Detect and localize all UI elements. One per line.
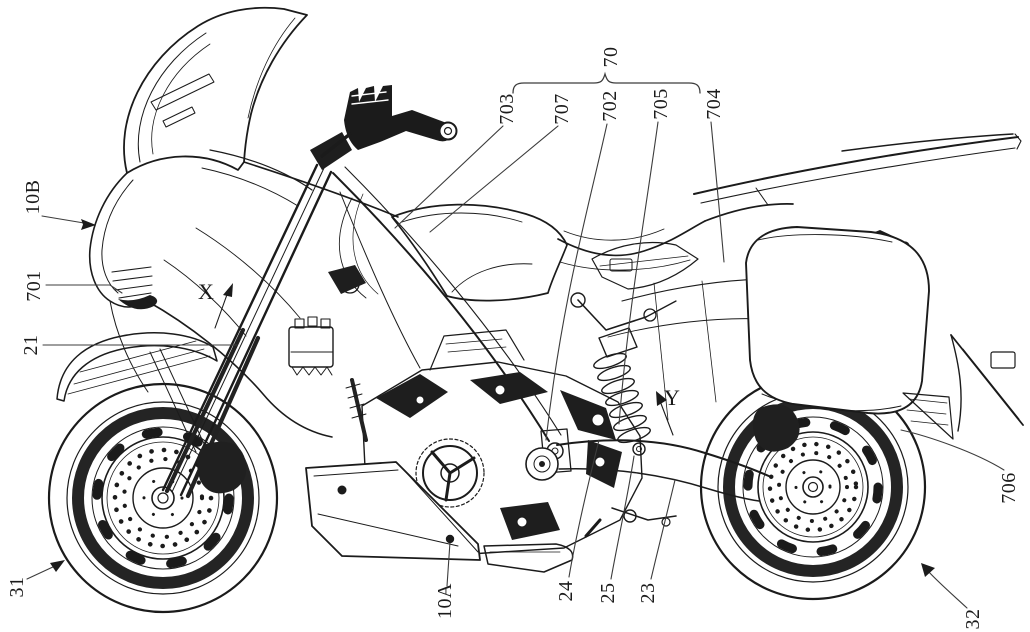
leader-707 bbox=[429, 125, 559, 233]
leader-705 bbox=[618, 121, 659, 425]
ref-label-24: 24 bbox=[555, 580, 577, 602]
arrowhead-10b-icon bbox=[81, 219, 96, 230]
leader-704 bbox=[710, 121, 725, 263]
leader-24 bbox=[568, 439, 600, 578]
leader-31 bbox=[26, 565, 56, 580]
belly-pan bbox=[305, 461, 481, 561]
ref-label-705: 705 bbox=[650, 88, 672, 120]
ref-label-70: 70 bbox=[600, 46, 622, 68]
pannier bbox=[745, 226, 930, 415]
front-wheel bbox=[47, 382, 279, 614]
leader-lines bbox=[26, 71, 1005, 609]
ref-label-707: 707 bbox=[551, 93, 573, 125]
ref-label-25: 25 bbox=[597, 582, 619, 604]
axis-label-y: Y bbox=[664, 385, 680, 410]
ref-label-23: 23 bbox=[637, 582, 659, 604]
bracket-70 bbox=[512, 71, 701, 94]
leader-23 bbox=[650, 479, 676, 580]
ref-label-10b: 10B bbox=[22, 179, 44, 215]
front-fender bbox=[56, 332, 218, 453]
axis-y-arrow-line bbox=[659, 400, 674, 436]
ref-label-701: 701 bbox=[23, 270, 45, 302]
rear-brake-caliper bbox=[752, 404, 800, 452]
axis-label-x: X bbox=[198, 279, 214, 304]
muffler bbox=[483, 543, 574, 573]
leader-10b bbox=[41, 215, 85, 224]
rear-fender bbox=[902, 334, 1024, 440]
ref-label-704: 704 bbox=[703, 88, 725, 120]
leader-706 bbox=[900, 429, 1005, 471]
windshield bbox=[123, 6, 308, 174]
arrowhead-x-icon bbox=[223, 283, 233, 297]
front-brake-caliper bbox=[197, 441, 247, 494]
ref-label-702: 702 bbox=[599, 90, 621, 122]
cockpit bbox=[201, 149, 313, 207]
leader-10a bbox=[446, 541, 451, 587]
ref-label-10a: 10A bbox=[434, 583, 456, 619]
arrowheads bbox=[50, 219, 935, 577]
front-fork bbox=[161, 163, 333, 499]
ref-label-31: 31 bbox=[6, 576, 28, 598]
pannier-mount bbox=[570, 241, 699, 331]
cables bbox=[328, 193, 379, 299]
arrowhead-y-icon bbox=[656, 391, 667, 406]
arrowhead-32-icon bbox=[921, 563, 935, 577]
ref-label-32: 32 bbox=[962, 608, 984, 630]
handlebar-cluster bbox=[310, 85, 458, 170]
leader-25 bbox=[610, 455, 635, 580]
leader-703 bbox=[394, 125, 504, 229]
ref-label-706: 706 bbox=[998, 472, 1020, 504]
headlight-nose bbox=[88, 172, 158, 310]
leader-32 bbox=[927, 570, 968, 609]
leader-702 bbox=[545, 123, 608, 441]
ref-label-703: 703 bbox=[496, 93, 518, 125]
rear-wheel bbox=[699, 373, 927, 601]
leader-701 bbox=[45, 284, 123, 294]
motorcycle-drawing bbox=[47, 6, 1024, 614]
battery-box bbox=[288, 316, 334, 376]
ref-label-21: 21 bbox=[20, 334, 42, 356]
seat bbox=[557, 203, 794, 271]
arrowhead-31-icon bbox=[50, 560, 65, 572]
fuel-tank bbox=[391, 203, 568, 302]
dot-10a-icon bbox=[445, 534, 455, 544]
side-fairing bbox=[109, 161, 399, 438]
